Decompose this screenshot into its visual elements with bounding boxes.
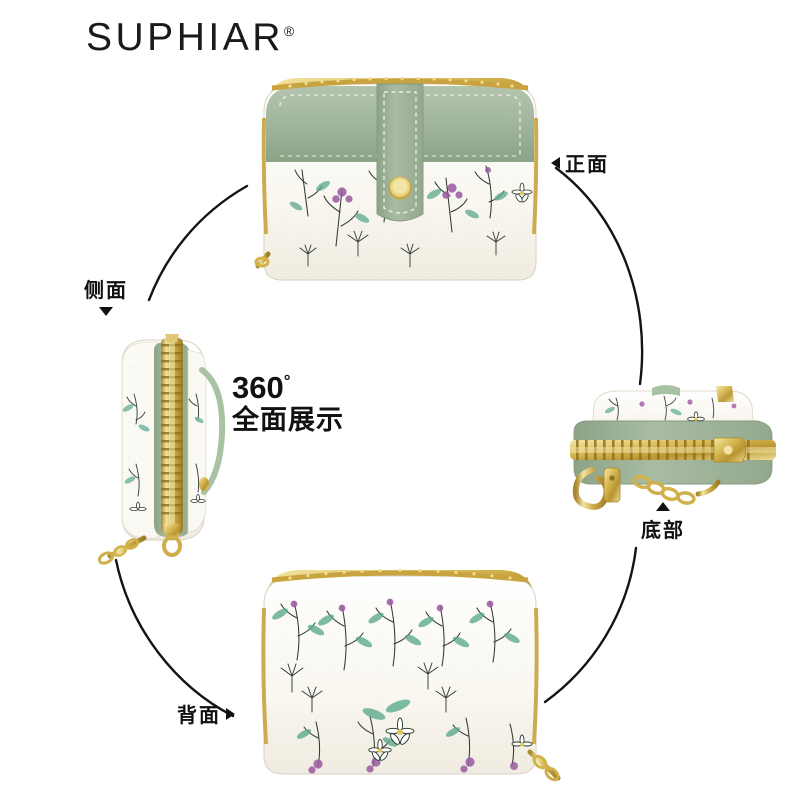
triangle-left-icon xyxy=(551,156,560,169)
product-view-bottom xyxy=(556,382,786,517)
degrees-text: 360° xyxy=(232,370,291,405)
chain-strap xyxy=(97,535,147,565)
brand-logo: SUPHIAR® xyxy=(86,16,294,60)
label-back: 背面 xyxy=(177,699,235,728)
triangle-down-icon xyxy=(99,307,113,316)
chain-strap xyxy=(632,474,721,505)
brand-name: SUPHIAR xyxy=(86,16,284,59)
snap-tab-icon xyxy=(376,83,424,222)
triangle-right-icon xyxy=(226,707,235,720)
label-front: 正面 xyxy=(551,148,609,177)
label-bottom-text: 底部 xyxy=(641,520,685,542)
label-bottom: 底部 xyxy=(641,502,685,543)
product-view-side xyxy=(92,324,242,565)
product-view-front xyxy=(250,66,550,296)
label-front-text: 正面 xyxy=(565,154,609,176)
chain-strap xyxy=(527,749,561,782)
chain-strap xyxy=(254,251,271,269)
label-back-text: 背面 xyxy=(177,705,221,727)
lobster-clasp-icon xyxy=(572,467,621,510)
center-caption: 360° 全面展示 xyxy=(232,372,344,435)
caption-subtitle: 全面展示 xyxy=(232,404,344,435)
product-view-back xyxy=(250,556,561,791)
label-side-text: 侧面 xyxy=(84,280,128,302)
registered-trademark-icon: ® xyxy=(283,23,295,39)
triangle-up-icon xyxy=(656,502,670,511)
label-side: 侧面 xyxy=(84,274,128,316)
